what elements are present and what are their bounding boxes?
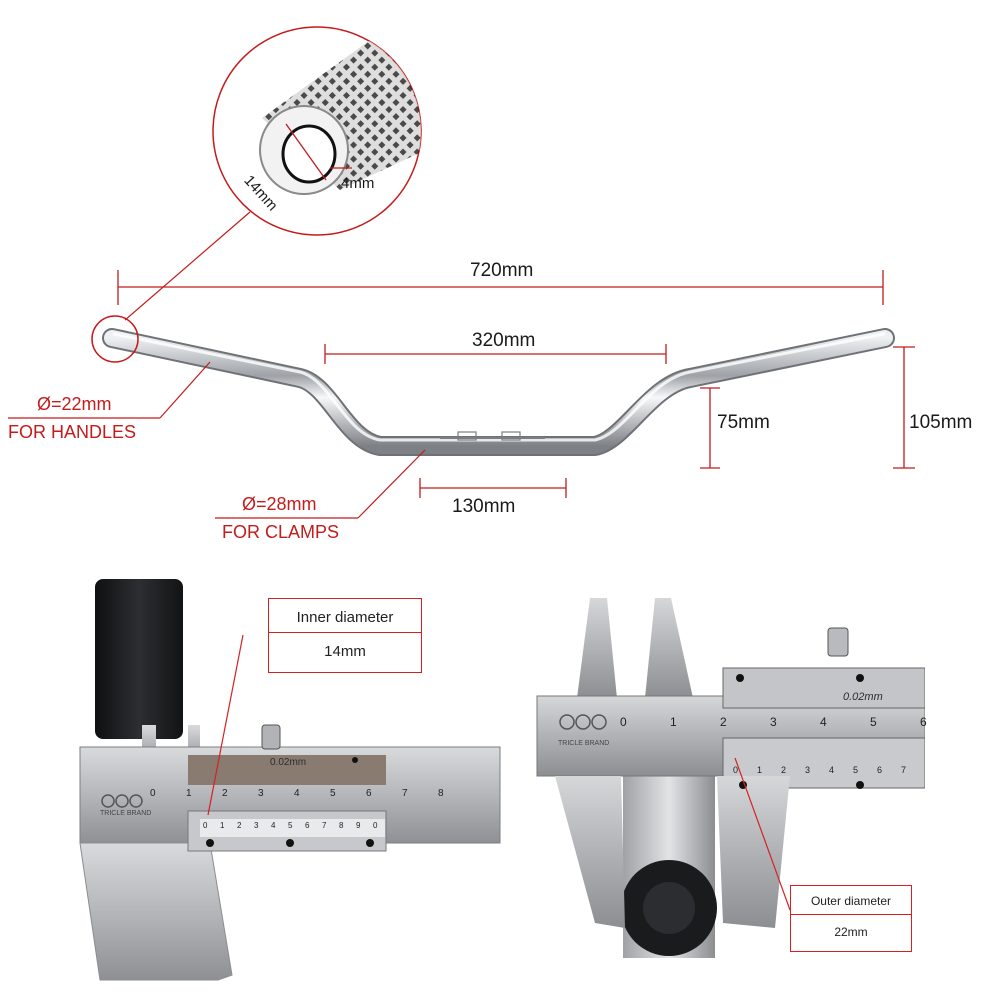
right-vernier-label: 0.02mm xyxy=(843,691,883,703)
vernier-scale-number: 5 xyxy=(853,765,859,775)
vernier-scale-number: 9 xyxy=(356,821,361,830)
handle-diameter-label: Ø=22mm xyxy=(37,394,112,414)
main-scale-number: 6 xyxy=(920,715,927,729)
main-scale-number: 4 xyxy=(820,715,827,729)
vernier-scale-number: 4 xyxy=(829,765,835,775)
main-scale-number: 2 xyxy=(222,788,228,799)
detail-leader xyxy=(124,211,251,321)
center-width-label: 320mm xyxy=(472,330,536,351)
left-vernier-label: 0.02mm xyxy=(270,757,307,768)
vernier-scale-number: 2 xyxy=(237,821,242,830)
caliper-photo-left xyxy=(60,575,530,995)
clamp-width-label: 130mm xyxy=(452,496,516,517)
main-scale-number: 0 xyxy=(620,715,627,729)
outer-diameter-callout: Outer diameter 22mm xyxy=(790,885,912,952)
height-dimension xyxy=(893,346,915,469)
main-scale-number: 3 xyxy=(770,715,777,729)
vernier-scale-number: 1 xyxy=(757,765,763,775)
vernier-scale-number: 7 xyxy=(322,821,327,830)
vernier-scale-number: 3 xyxy=(805,765,811,775)
brand-logo xyxy=(101,794,143,808)
total-width-label: 720mm xyxy=(470,260,534,281)
vernier-scale-number: 1 xyxy=(220,821,225,830)
main-scale-number: 4 xyxy=(294,788,300,799)
handle-note-label: FOR HANDLES xyxy=(8,422,137,442)
rise-dimension xyxy=(700,387,720,469)
detail-wall-label: 4mm xyxy=(341,175,375,192)
right-main-scale: 0 1 2 3 4 5 6 xyxy=(620,715,940,729)
outer-diameter-title: Outer diameter xyxy=(810,894,892,908)
main-scale-number: 1 xyxy=(186,788,192,799)
vernier-scale-number: 6 xyxy=(305,821,310,830)
inner-diameter-title: Inner diameter xyxy=(296,609,394,626)
bar-end-marker xyxy=(91,315,139,363)
height-label: 105mm xyxy=(909,412,973,433)
right-brand-text: TRICLE BRAND xyxy=(558,740,610,747)
handlebar xyxy=(102,328,895,456)
vernier-scale-number: 6 xyxy=(877,765,883,775)
left-vernier-scale: 0 1 2 3 4 5 6 7 8 9 0 xyxy=(203,821,383,833)
handlebar-diagram xyxy=(8,26,915,519)
left-brand-text: TRICLE BRAND xyxy=(100,810,152,817)
clamp-diameter-leader xyxy=(215,449,426,519)
inner-diameter-value: 14mm xyxy=(269,632,421,672)
main-scale-number: 7 xyxy=(402,788,408,799)
vernier-scale-number: 4 xyxy=(271,821,276,830)
end-detail-inset xyxy=(212,26,422,236)
right-vernier-scale: 0 1 2 3 4 5 6 7 xyxy=(733,765,923,777)
left-main-scale: 0 1 2 3 4 5 6 7 8 xyxy=(150,788,450,802)
main-scale-number: 6 xyxy=(366,788,372,799)
brand-logo xyxy=(559,714,607,730)
clamp-diameter-label: Ø=28mm xyxy=(242,494,317,514)
clamp-note-label: FOR CLAMPS xyxy=(222,522,340,542)
main-scale-number: 8 xyxy=(438,788,444,799)
main-scale-number: 3 xyxy=(258,788,264,799)
vernier-scale-number: 8 xyxy=(339,821,344,830)
vernier-scale-number: 3 xyxy=(254,821,259,830)
main-scale-number: 0 xyxy=(150,788,156,799)
vernier-scale-number: 0 xyxy=(733,765,739,775)
handle-diameter-leader xyxy=(8,361,211,419)
inner-diameter-callout: Inner diameter 14mm xyxy=(268,598,422,673)
clamp-width-dimension xyxy=(419,478,567,498)
main-scale-number: 1 xyxy=(670,715,677,729)
center-width-dimension xyxy=(324,344,667,364)
vernier-scale-number: 7 xyxy=(901,765,907,775)
vernier-scale-number: 2 xyxy=(781,765,787,775)
main-scale-number: 5 xyxy=(870,715,877,729)
main-scale-number: 5 xyxy=(330,788,336,799)
rise-label: 75mm xyxy=(717,412,770,433)
overall-width-dimension xyxy=(117,270,884,305)
main-scale-number: 2 xyxy=(720,715,727,729)
vernier-scale-number: 0 xyxy=(203,821,208,830)
vernier-scale-number: 0 xyxy=(373,821,378,830)
outer-diameter-value: 22mm xyxy=(791,914,911,951)
vernier-scale-number: 5 xyxy=(288,821,293,830)
